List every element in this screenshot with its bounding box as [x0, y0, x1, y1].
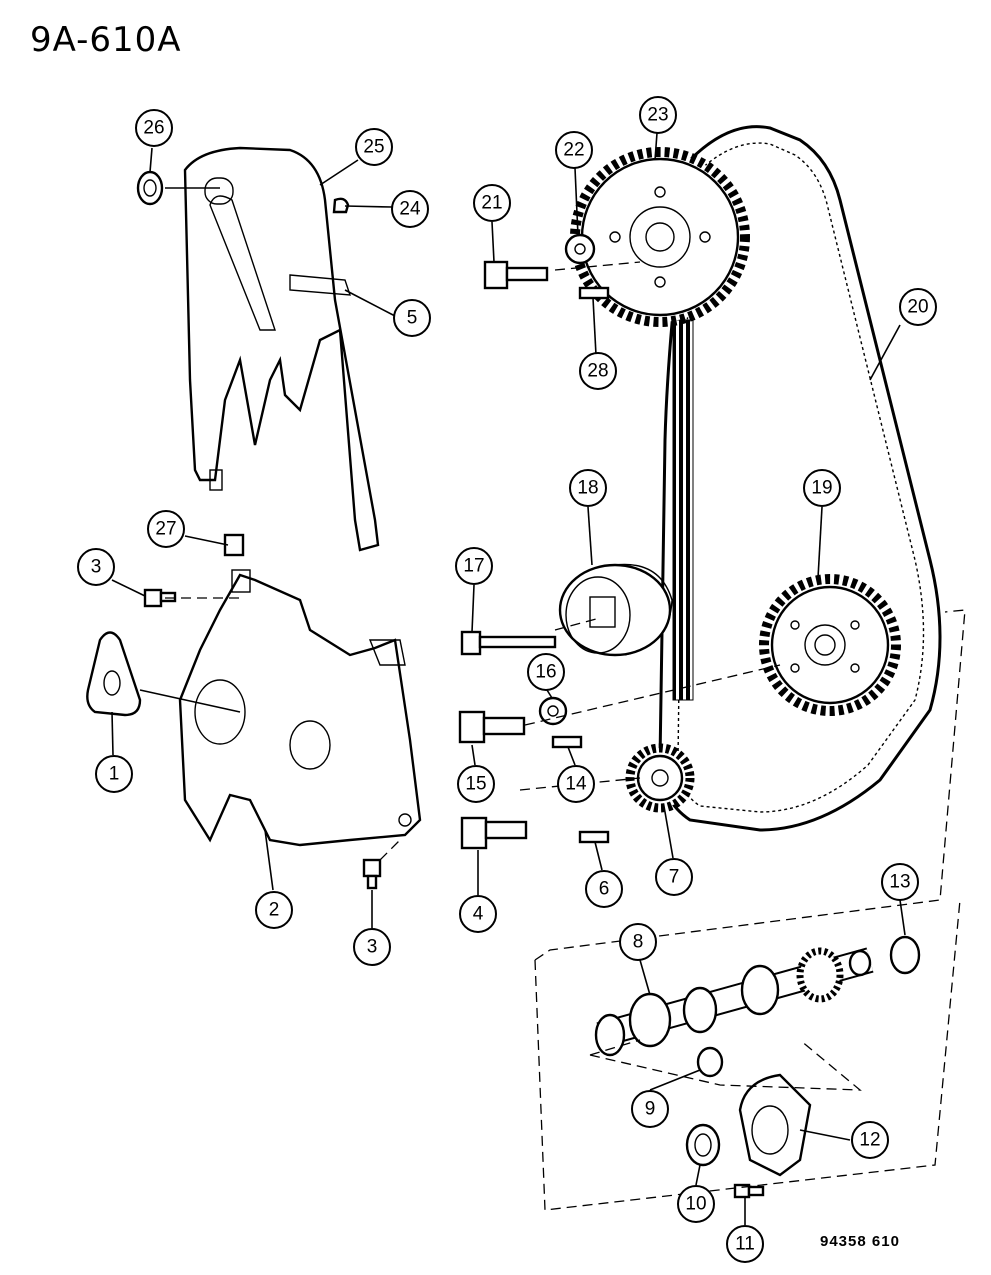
- callout-28: 28: [579, 352, 617, 390]
- camshaft-seal: [696, 1046, 724, 1078]
- callout-3-upper: 3: [77, 548, 115, 586]
- callout-3-lower: 3: [353, 928, 391, 966]
- svg-text:1: 1: [109, 764, 120, 785]
- diagram-code: 9A-610A: [30, 20, 182, 60]
- svg-text:16: 16: [535, 662, 556, 683]
- svg-text:8: 8: [633, 932, 644, 953]
- svg-text:12: 12: [859, 1130, 880, 1151]
- callout-6: 6: [585, 870, 623, 908]
- key-6: [578, 830, 610, 844]
- key-14: [551, 735, 583, 749]
- washer-22: [564, 233, 596, 265]
- svg-text:6: 6: [599, 879, 610, 900]
- svg-text:13: 13: [889, 872, 910, 893]
- callout-27: 27: [147, 510, 185, 548]
- figure-number: 94358 610: [820, 1233, 900, 1250]
- bolt-21: [483, 260, 549, 290]
- oil-seal: [685, 1123, 721, 1167]
- callout-9: 9: [631, 1090, 669, 1128]
- callout-17: 17: [455, 547, 493, 585]
- callout-18: 18: [569, 469, 607, 507]
- svg-text:21: 21: [481, 193, 502, 214]
- callout-20: 20: [899, 288, 937, 326]
- callout-2: 2: [255, 891, 293, 929]
- callout-1: 1: [95, 755, 133, 793]
- svg-text:18: 18: [577, 478, 598, 499]
- svg-text:2: 2: [269, 900, 280, 921]
- svg-text:14: 14: [565, 774, 587, 795]
- callout-10: 10: [677, 1185, 715, 1223]
- callout-19: 19: [803, 469, 841, 507]
- svg-text:5: 5: [407, 308, 418, 329]
- camshaft-sprocket: [570, 147, 750, 327]
- callout-22: 22: [555, 131, 593, 169]
- callout-21: 21: [473, 184, 511, 222]
- svg-text:15: 15: [465, 774, 486, 795]
- bolt-3-lower: [362, 858, 382, 890]
- thrust-washer: [889, 935, 921, 975]
- callout-12: 12: [851, 1121, 889, 1159]
- callout-4: 4: [459, 895, 497, 933]
- callout-5: 5: [393, 299, 431, 337]
- svg-text:25: 25: [363, 137, 384, 158]
- grommet-26: [136, 170, 164, 206]
- svg-text:17: 17: [463, 556, 484, 577]
- svg-text:3: 3: [367, 937, 378, 958]
- callout-15: 15: [457, 765, 495, 803]
- key-28: [578, 286, 610, 300]
- bolt-17: [460, 630, 557, 656]
- callout-25: 25: [355, 128, 393, 166]
- callout-11: 11: [726, 1225, 764, 1263]
- callout-13: 13: [881, 863, 919, 901]
- callout-7: 7: [655, 858, 693, 896]
- upper-timing-cover: [183, 146, 380, 552]
- camshaft-cap: [738, 1073, 812, 1177]
- callout-8: 8: [619, 923, 657, 961]
- svg-text:23: 23: [647, 105, 668, 126]
- callout-23: 23: [639, 96, 677, 134]
- svg-text:11: 11: [735, 1234, 755, 1255]
- svg-text:3: 3: [91, 557, 102, 578]
- svg-text:20: 20: [907, 297, 928, 318]
- callout-26: 26: [135, 109, 173, 147]
- tensioner-pulley: [558, 563, 673, 657]
- svg-text:26: 26: [143, 118, 164, 139]
- svg-text:22: 22: [563, 140, 584, 161]
- svg-text:19: 19: [811, 478, 832, 499]
- svg-text:10: 10: [685, 1194, 706, 1215]
- lower-timing-cover: [178, 569, 422, 847]
- callout-14: 14: [557, 765, 595, 803]
- callout-24: 24: [391, 190, 429, 228]
- camshaft: [594, 947, 874, 1057]
- timing-belt: [658, 125, 942, 832]
- bolt-4: [460, 816, 528, 850]
- svg-text:28: 28: [587, 361, 608, 382]
- svg-text:27: 27: [155, 519, 176, 540]
- svg-text:7: 7: [669, 867, 680, 888]
- cover-bracket: [86, 631, 142, 717]
- bolt-15: [458, 710, 526, 744]
- svg-text:9: 9: [645, 1099, 656, 1120]
- clip-24: [332, 197, 350, 214]
- callout-16: 16: [527, 653, 565, 691]
- bolt-11: [733, 1183, 765, 1199]
- bolt-3-upper: [143, 588, 177, 608]
- svg-text:24: 24: [399, 199, 421, 220]
- svg-text:4: 4: [473, 904, 484, 925]
- intermediate-sprocket: [759, 574, 901, 716]
